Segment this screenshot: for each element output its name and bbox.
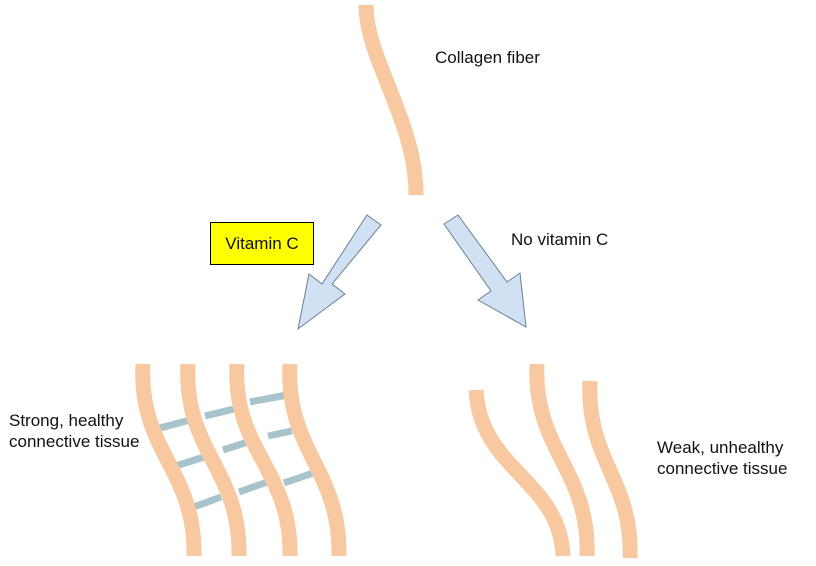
weak-tissue-label-line2: connective tissue [657, 459, 788, 478]
crosslink [174, 452, 209, 470]
collagen-fiber [282, 363, 347, 557]
arrow-no-vitamin-c [443, 214, 527, 328]
crosslink [267, 427, 293, 440]
collagen-fiber [180, 363, 247, 557]
crosslink [237, 477, 272, 496]
crosslink [249, 391, 288, 406]
weak-tissue-label: Weak, unhealthy connective tissue [657, 437, 787, 479]
arrow-vitamin-c [297, 214, 382, 331]
crosslink [204, 404, 239, 420]
weak-tissue-fibers [468, 363, 638, 559]
crosslink [159, 416, 191, 432]
crosslink [189, 493, 223, 512]
collagen-fiber [529, 363, 595, 557]
strong-tissue-fibers [135, 363, 347, 557]
collagen-fiber [229, 363, 298, 557]
collagen-fiber-label: Collagen fiber [435, 48, 540, 67]
collagen-fiber [135, 363, 202, 557]
strong-tissue-label: Strong, healthy connective tissue [9, 410, 139, 452]
no-vitamin-c-label: No vitamin C [511, 230, 609, 249]
crosslinks [159, 391, 318, 512]
crosslink [282, 468, 318, 487]
collagen-fiber-top [358, 4, 424, 196]
collagen-fiber [468, 389, 571, 557]
weak-tissue-label-line1: Weak, unhealthy [657, 438, 784, 457]
vitamin-c-label: Vitamin C [210, 222, 314, 265]
strong-tissue-label-line1: Strong, healthy [9, 411, 124, 430]
collagen-fiber [582, 380, 638, 559]
strong-tissue-label-line2: connective tissue [9, 432, 140, 451]
